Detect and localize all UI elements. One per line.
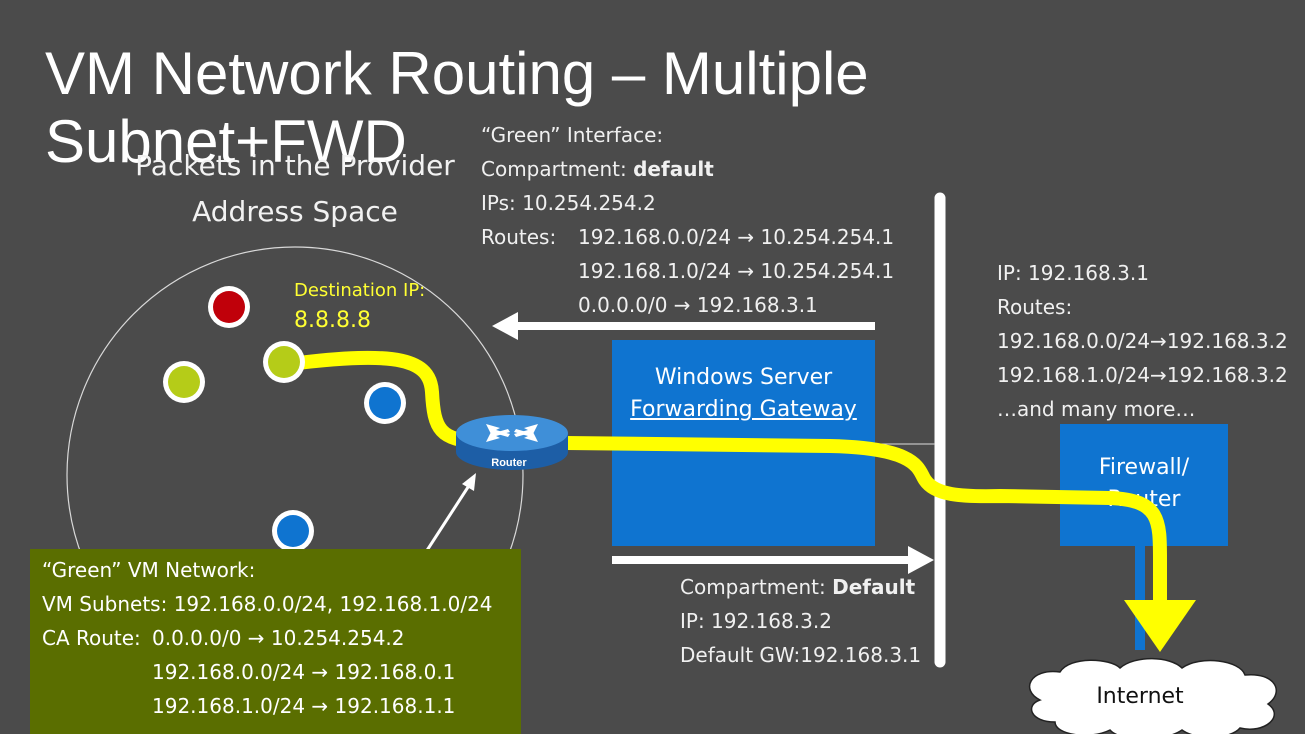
firewall-router-box (1060, 424, 1228, 546)
compartment-label: Compartment: (680, 575, 826, 599)
windows-server-label: Windows Server Forwarding Gateway (612, 362, 875, 426)
internet-label: Internet (1096, 684, 1184, 709)
firewall-info: IP: 192.168.3.1 Routes: 192.168.0.0/24→1… (997, 256, 1288, 426)
route-entry: 192.168.0.0/24 → 10.254.254.1 (578, 225, 895, 249)
forwarding-gateway-link[interactable]: Forwarding Gateway (630, 397, 857, 422)
firewall-routes-label: Routes: (997, 295, 1073, 319)
green-interface-route-2: 192.168.1.0/24 → 10.254.254.1 (481, 254, 894, 288)
ca-route-row: 192.168.1.0/24 → 192.168.1.1 (42, 689, 521, 723)
vm-node-blue[interactable] (272, 510, 314, 552)
route-entry: 0.0.0.0/0 → 192.168.3.1 (578, 293, 818, 317)
route-entry: 192.168.1.0/24 → 10.254.254.1 (578, 259, 895, 283)
router-icon[interactable] (456, 415, 568, 470)
destination-ip-value: 8.8.8.8 (294, 308, 371, 333)
green-interface-route-3: 0.0.0.0/0 → 192.168.3.1 (481, 288, 894, 322)
compartment-value: Default (832, 575, 916, 599)
firewall-route-entry: 192.168.0.0/24→192.168.3.2 (997, 329, 1288, 353)
vm-subnets: VM Subnets: 192.168.0.0/24, 192.168.1.0/… (42, 592, 493, 616)
router-pointer-head (462, 473, 476, 491)
gateway-default-gw: Default GW:192.168.3.1 (680, 643, 922, 667)
gateway-compartment-info: Compartment: Default IP: 192.168.3.2 Def… (680, 570, 921, 672)
router-label: Router (491, 457, 527, 469)
vm-node-blue[interactable] (364, 382, 406, 424)
green-interface-compartment: Compartment: default (481, 152, 894, 186)
compartment-label: Compartment: (481, 157, 627, 181)
vm-network-header: “Green” VM Network: (42, 558, 256, 582)
gateway-compartment: Compartment: Default (680, 570, 921, 604)
vm-node-red[interactable] (208, 286, 250, 328)
firewall-more-routes: …and many more… (997, 397, 1196, 421)
destination-ip-label: Destination IP: (294, 280, 426, 301)
slide-title: VM Network Routing – Multiple Subnet+FWD (45, 40, 869, 175)
green-interface-ips: IPs: 10.254.254.2 (481, 191, 656, 215)
green-interface-header: “Green” Interface: (481, 123, 664, 147)
ca-route-row: 192.168.0.0/24 → 192.168.0.1 (42, 655, 521, 689)
packet-path (283, 350, 1167, 607)
provider-address-caption: Packets in the Provider Address Space (135, 149, 455, 228)
ca-route-entry: 0.0.0.0/0 → 10.254.254.2 (152, 626, 405, 650)
windows-server-line1: Windows Server (654, 365, 833, 390)
return-arrow-head (492, 312, 518, 340)
destination-ip: Destination IP: 8.8.8.8 (294, 278, 425, 338)
ca-route-row: CA Route: 0.0.0.0/0 → 10.254.254.2 (42, 621, 521, 655)
packet-path-arrowhead (1124, 600, 1196, 652)
outbound-arrow-head (908, 546, 934, 574)
green-interface-route-1: Routes: 192.168.0.0/24 → 10.254.254.1 (481, 220, 894, 254)
vm-node-green[interactable] (163, 361, 205, 403)
firewall-route-entry: 192.168.1.0/24→192.168.3.2 (997, 363, 1288, 387)
ca-route-entry: 192.168.1.0/24 → 192.168.1.1 (152, 694, 456, 718)
vm-node-green-source[interactable] (263, 341, 305, 383)
firewall-ip: IP: 192.168.3.1 (997, 261, 1149, 285)
vm-network-box: “Green” VM Network: VM Subnets: 192.168.… (30, 549, 521, 734)
routes-label: Routes: (481, 225, 557, 249)
ca-route-label: CA Route: (42, 626, 141, 650)
green-interface-info: “Green” Interface: Compartment: default … (481, 118, 894, 322)
ca-route-entry: 192.168.0.0/24 → 192.168.0.1 (152, 660, 456, 684)
compartment-value: default (633, 157, 714, 181)
gateway-ip: IP: 192.168.3.2 (680, 609, 832, 633)
